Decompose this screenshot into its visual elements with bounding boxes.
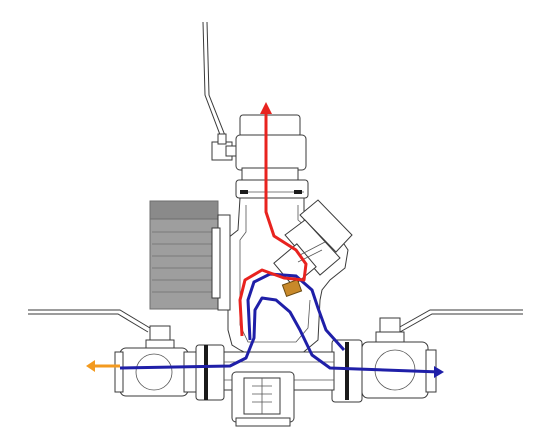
supply-flow-line	[238, 110, 308, 337]
bottom-check-valve	[231, 371, 295, 427]
valve-insert	[281, 278, 303, 298]
supply-outlet-fitting	[235, 114, 309, 199]
return-inlet-arrow-icon	[86, 360, 95, 372]
right-ball-valve-handle	[397, 309, 523, 333]
left-ball-valve	[114, 325, 225, 401]
left-ball-valve-handle	[28, 309, 151, 333]
top-ball-valve-handle	[202, 21, 241, 161]
right-ball-valve	[331, 317, 437, 403]
return-inlet-line	[86, 360, 120, 372]
return-flow-line	[119, 272, 441, 374]
return-arrow-icon	[434, 366, 444, 378]
supply-arrow-icon	[260, 102, 272, 114]
pump-motor	[149, 200, 231, 311]
